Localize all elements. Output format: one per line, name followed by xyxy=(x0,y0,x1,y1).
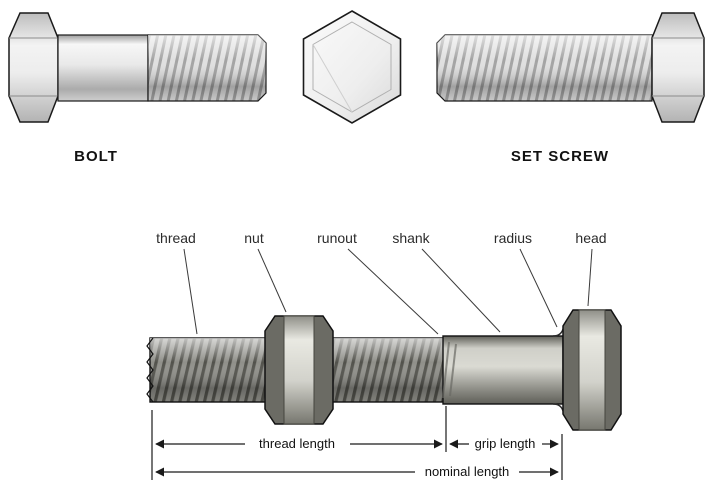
bolt-side-view xyxy=(8,12,267,123)
bolt-threads-shading xyxy=(148,35,266,101)
bolt-head xyxy=(8,12,59,123)
shank-label: shank xyxy=(392,230,430,246)
labeled-bolt xyxy=(146,309,622,431)
runout-label: runout xyxy=(317,230,357,246)
set-screw-head xyxy=(651,12,705,123)
set-screw-side-view xyxy=(436,12,705,123)
thread-label: thread xyxy=(156,230,196,246)
hex-facet-line xyxy=(312,44,353,113)
runout-lines xyxy=(442,341,457,399)
part-labels: thread nut runout shank radius head xyxy=(156,230,607,335)
shank-section xyxy=(442,335,564,405)
nut-label: nut xyxy=(244,230,264,246)
hex-outer xyxy=(302,10,402,124)
thread-length-label: thread length xyxy=(259,436,335,451)
head-facet xyxy=(578,309,606,431)
radius-leader-line xyxy=(519,248,558,328)
set-screw-label: SET SCREW xyxy=(511,148,609,165)
shank-leader-line xyxy=(421,248,501,333)
bolt-shank xyxy=(57,34,149,102)
radius-label: radius xyxy=(494,230,532,246)
nut-facet xyxy=(283,315,315,425)
nominal-length-label: nominal length xyxy=(425,464,510,479)
dimension-annotations: thread length grip length nominal length xyxy=(151,406,563,480)
grip-length-label: grip length xyxy=(475,436,536,451)
bolt-label: BOLT xyxy=(74,148,118,165)
set-screw-threads-shading xyxy=(437,35,652,101)
thread-end-zigzag xyxy=(146,337,154,403)
head-leader-line xyxy=(587,248,593,307)
thread-leader-line xyxy=(183,248,198,335)
runout-leader-line xyxy=(347,248,439,335)
nut-leader-line xyxy=(257,248,287,313)
hex-head-end-view xyxy=(302,10,402,124)
head-label: head xyxy=(575,230,606,246)
